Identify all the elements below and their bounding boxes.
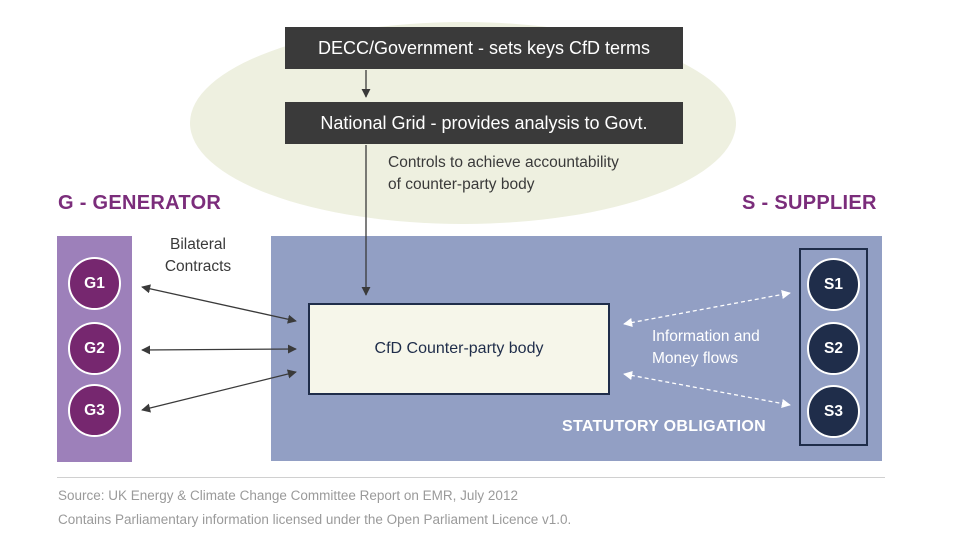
generator-node-g1: G1 [68, 257, 121, 310]
information-money-flows-label: Information and Money flows [652, 326, 792, 370]
supplier-node-s3: S3 [807, 385, 860, 438]
controls-note-line-2: of counter-party body [388, 176, 535, 193]
cfd-counterparty-box: CfD Counter-party body [308, 303, 610, 395]
controls-note: Controls to achieve accountability of co… [388, 152, 688, 196]
arrow-counterparty-s1 [623, 290, 791, 327]
flows-line-1: Information and [652, 328, 760, 345]
generator-title: G - GENERATOR [58, 192, 222, 214]
licence-note: Contains Parliamentary information licen… [58, 512, 572, 527]
source-note: Source: UK Energy & Climate Change Commi… [58, 488, 518, 503]
arrow-g3-counterparty [141, 369, 297, 413]
generator-node-g2: G2 [68, 322, 121, 375]
generator-node-g3: G3 [68, 384, 121, 437]
bilateral-line-2: Contracts [164, 258, 232, 275]
flows-line-2: Money flows [652, 350, 739, 367]
national-grid-box: National Grid - provides analysis to Gov… [285, 102, 683, 144]
supplier-title: S - SUPPLIER [742, 192, 877, 214]
supplier-panel [799, 248, 868, 446]
supplier-node-s2: S2 [807, 322, 860, 375]
arrow-g2-counterparty [141, 344, 297, 355]
cfd-counterparty-label: CfD Counter-party body [374, 340, 544, 357]
controls-note-line-1: Controls to achieve accountability [388, 154, 619, 171]
arrow-g1-counterparty [141, 284, 297, 324]
statutory-obligation-label: STATUTORY OBLIGATION [562, 418, 766, 435]
government-box: DECC/Government - sets keys CfD terms [285, 27, 683, 69]
arrow-counterparty-s3 [623, 371, 791, 408]
government-label: DECC/Government - sets keys CfD terms [317, 37, 651, 58]
supplier-node-s1: S1 [807, 258, 860, 311]
bilateral-contracts-label: Bilateral Contracts [158, 234, 238, 278]
bilateral-line-1: Bilateral [170, 236, 226, 253]
national-grid-label: National Grid - provides analysis to Gov… [320, 112, 648, 133]
footer-divider [57, 477, 885, 478]
